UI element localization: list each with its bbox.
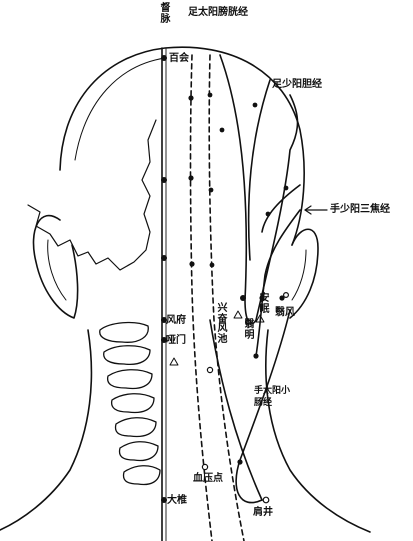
bladder-meridian-label: 足太阳膀胱经 [188, 8, 248, 18]
xingfen-label: 兴奋 [215, 302, 225, 324]
jianjing-label: 肩井 [253, 508, 273, 518]
gallbladder-meridian-descend [249, 80, 270, 260]
du-meridian-label: 督脉 [158, 2, 168, 24]
right-ear [290, 229, 318, 318]
anmian-label: 安眠 [257, 292, 267, 314]
fengfu-label: 风府 [166, 316, 186, 326]
neck-left [0, 330, 91, 530]
baihui-label: 百会 [169, 54, 189, 64]
neck-right [266, 330, 370, 532]
yifeng-label: 翳风 [275, 308, 295, 318]
xueyadian-label: 血压点 [193, 474, 223, 484]
gallbladder-meridian-label: 足少阳胆经 [272, 80, 322, 90]
yamen-label: 哑门 [166, 336, 186, 346]
fengchi-label: 风池 [215, 322, 225, 344]
dazhui-label: 大椎 [167, 496, 187, 506]
yiming-label: 翳明 [242, 318, 252, 340]
cervical-vertebrae [100, 323, 160, 485]
left-ear [33, 216, 77, 318]
sanjiao-meridian-label: 手少阳三焦经 [330, 205, 390, 215]
acupoint-dots [161, 55, 288, 503]
head-inner-contour [75, 58, 165, 160]
small-intestine-meridian-label: 手太阳小肠经 [254, 386, 298, 409]
